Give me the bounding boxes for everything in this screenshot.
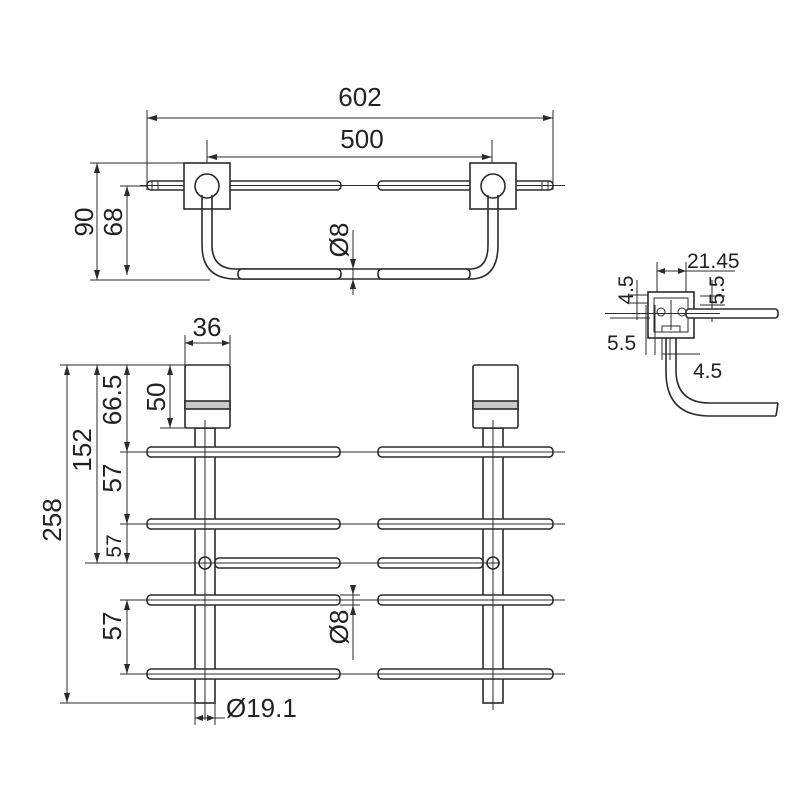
- dim-label-68: 68: [98, 208, 128, 237]
- dim-label-36: 36: [193, 312, 222, 342]
- dim-label-258: 258: [37, 498, 67, 541]
- top-mount-post-right: [480, 173, 506, 199]
- side-view: 21.45 4.5 5.5 5.5 4.5: [605, 250, 779, 417]
- dim-label-side-top: 4.5: [615, 275, 638, 304]
- dim-label-152: 152: [67, 428, 97, 471]
- dim-label-500: 500: [340, 124, 383, 154]
- dim-label-50: 50: [141, 383, 171, 412]
- front-block-left: [184, 364, 231, 429]
- dim-label-57-c: 57: [97, 612, 127, 641]
- dim-label-side-bottom: 4.5: [693, 360, 722, 383]
- dim-label-post-diameter: Ø19.1: [226, 693, 297, 723]
- dim-label-side-left: 5.5: [607, 332, 636, 355]
- dim-label-602: 602: [338, 82, 381, 112]
- dim-label-57-b: 57: [103, 534, 126, 557]
- front-block-right: [472, 364, 519, 429]
- dim-label-57-a: 57: [97, 464, 127, 493]
- dim-label-top-diameter: Ø8: [324, 223, 354, 258]
- dim-label-66.5: 66.5: [97, 375, 127, 426]
- top-mount-post-left: [194, 173, 220, 199]
- dim-label-21.45: 21.45: [687, 250, 740, 273]
- front-view: 36: [37, 312, 565, 725]
- top-mount-block-right: [469, 162, 517, 210]
- dim-label-side-right: 5.5: [706, 275, 729, 304]
- dim-label-90: 90: [69, 208, 99, 237]
- side-arm-outer: [665, 338, 776, 417]
- top-view: 602 500 90 68: [69, 82, 565, 295]
- dim-label-front-diameter: Ø8: [324, 610, 354, 645]
